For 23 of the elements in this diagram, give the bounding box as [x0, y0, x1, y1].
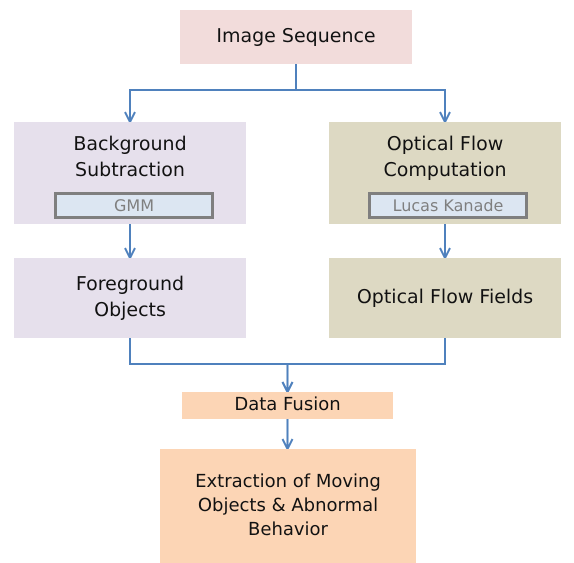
node-label: Data Fusion	[234, 393, 341, 418]
process-box	[14, 122, 246, 224]
arrow	[439, 224, 451, 259]
method-box	[368, 192, 528, 219]
process-box	[182, 392, 393, 419]
arrow	[282, 419, 294, 450]
output-box	[160, 449, 416, 563]
process-box	[329, 258, 561, 338]
node-label: Optical Flow Fields	[356, 285, 534, 310]
arrow	[282, 338, 446, 393]
node-label: Foreground Objects	[74, 272, 186, 323]
node-label: Image Sequence	[216, 24, 376, 50]
node-label: Extraction of Moving Objects & Abnormal Behavior	[194, 470, 382, 542]
method-box	[54, 192, 214, 219]
node-label: GMM	[114, 194, 154, 216]
node-label: Lucas Kanade	[392, 194, 504, 216]
process-box	[329, 122, 561, 224]
arrow	[124, 224, 136, 259]
node-label: Background Subtraction	[72, 132, 188, 183]
process-box	[14, 258, 246, 338]
process-box	[180, 10, 412, 64]
arrow	[295, 64, 451, 123]
node-label: Optical Flow Computation	[382, 132, 508, 183]
